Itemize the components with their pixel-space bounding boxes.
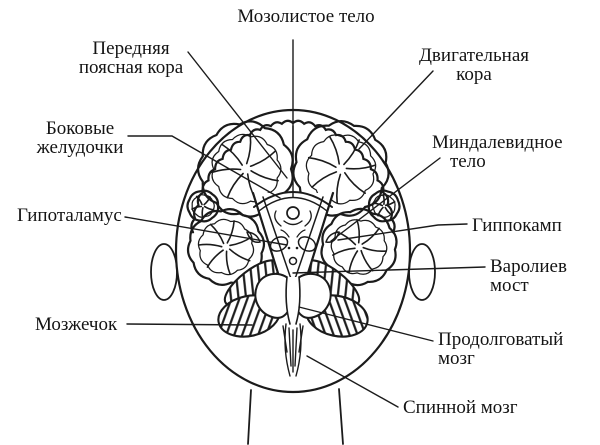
medulla-fiber-5	[298, 325, 304, 353]
leader-lateral-ventricles	[127, 135, 281, 199]
crown-cup	[283, 220, 303, 226]
butterfly-antenna-right	[296, 229, 306, 238]
label-amygdala: Миндалевидное тело	[432, 133, 563, 171]
label-text: Мозжечок	[35, 314, 118, 335]
leader-amygdala	[330, 157, 441, 242]
label-text: Мозолистое тело	[237, 6, 375, 27]
label-corpus-callosum: Мозолистое тело	[237, 7, 374, 26]
hypothalamus-wing-right	[297, 236, 317, 252]
pons-stem-fill	[286, 277, 300, 324]
pons-stem-left	[285, 276, 291, 325]
label-text: Двигательная	[418, 45, 530, 66]
label-text: Гиппокамп	[472, 215, 562, 236]
label-text: Гипоталамус	[17, 205, 122, 226]
label-text: Боковые	[45, 118, 115, 139]
hippocampus-curl-left	[246, 231, 261, 244]
pons-shape	[254, 272, 332, 325]
label-text: поясная кора	[78, 57, 184, 78]
butterfly-dot-right	[295, 246, 299, 250]
leader-cerebellum	[126, 323, 253, 326]
medulla-fiber-1	[288, 327, 292, 367]
medulla-outline-right	[295, 323, 302, 377]
leader-hippocampus	[337, 223, 468, 241]
label-text: тело	[450, 151, 486, 172]
label-text: желудочки	[36, 137, 124, 158]
label-text: Продолговатый	[438, 329, 564, 350]
right-ear	[408, 243, 436, 301]
gyri-rosette	[367, 189, 401, 223]
label-hippocampus: Гиппокамп	[472, 216, 562, 235]
medulla-fiber-4	[282, 325, 288, 353]
label-pons: Варолиев мост	[490, 257, 567, 295]
label-text: мозг	[438, 348, 475, 369]
butterfly-dot-left	[287, 246, 291, 250]
aqueduct-dot	[288, 256, 298, 266]
neck-right-line	[338, 388, 344, 445]
leader-motor-cortex	[358, 70, 434, 150]
leader-lines	[124, 39, 486, 408]
pons-stem-right	[295, 276, 301, 325]
leader-medulla	[298, 306, 434, 342]
label-spinal-cord: Спинной мозг	[403, 398, 518, 417]
crown-wing-left	[274, 210, 282, 227]
label-hypothalamus: Гипоталамус	[17, 206, 122, 225]
gyri-rosette	[186, 189, 220, 223]
cerebellum-lobes	[217, 259, 369, 338]
label-motor-cortex: Двигательная кора	[419, 46, 529, 84]
medulla-outline-left	[284, 323, 291, 377]
label-lateral-ventricles: Боковые желудочки	[37, 119, 124, 157]
ventricle-v-fill	[253, 193, 333, 307]
spinal-cord-tassel	[282, 323, 304, 377]
crown-wing-right	[304, 210, 312, 227]
hypothalamus-wing-left	[269, 236, 289, 252]
pons-lobe-right	[296, 272, 332, 319]
pons-lobe-left	[254, 272, 290, 319]
label-text: Варолиев	[490, 256, 567, 277]
neck-left-line	[247, 389, 252, 445]
leader-hypothalamus	[124, 216, 288, 246]
label-text: мост	[490, 275, 529, 296]
medulla-fiber-3	[294, 327, 298, 367]
label-text: Спинной мозг	[403, 397, 518, 418]
leader-pons	[292, 266, 486, 274]
label-text: Передняя	[92, 38, 170, 59]
label-cerebellum: Мозжечок	[35, 315, 117, 334]
label-text: Миндалевидное	[432, 132, 563, 153]
gyri-rosette	[292, 120, 390, 217]
label-anterior-cingulate: Передняя поясная кора	[79, 39, 183, 77]
leader-spinal-cord	[306, 355, 399, 408]
butterfly-antenna-left	[280, 229, 290, 238]
third-ventricle	[286, 206, 300, 220]
midline-structures	[217, 125, 369, 377]
label-text: кора	[456, 64, 492, 85]
leader-anterior-cingulate	[187, 51, 288, 179]
label-medulla: Продолговатый мозг	[438, 330, 563, 368]
left-ear	[150, 243, 178, 301]
